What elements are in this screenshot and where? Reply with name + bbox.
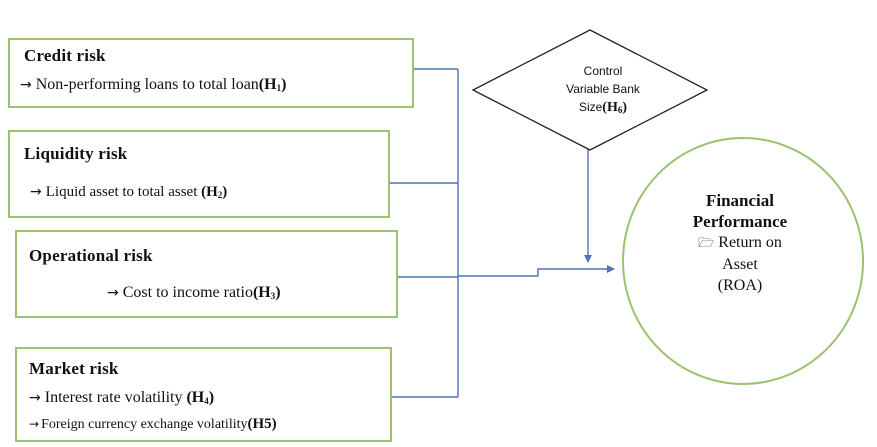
outcome-title-line-1: Financial [705,191,774,210]
hypothesis-label: (H2) [201,184,228,200]
outcome-line-4: Asset [722,256,758,273]
arrow-right-icon: → [30,184,42,200]
hypothesis-label: (H3) [252,284,281,301]
item-text: Cost to income ratio [122,284,253,301]
outcome-line-3: 🗁Return on [698,234,782,251]
market-risk-box: Market risk →Interest rate volatility (H… [15,347,392,442]
liquidity-risk-title: Liquidity risk [24,144,128,163]
outcome-title-line-2: Performance [692,212,788,231]
control-variable-label: Control Variable Bank Size(H6) [518,62,688,119]
credit-risk-title: Credit risk [24,46,106,65]
outcome-circle [622,137,864,385]
liquidity-risk-box: Liquidity risk →Liquid asset to total as… [8,130,390,218]
market-risk-item-1: →Interest rate volatility (H4) [29,389,214,407]
hypothesis-label: (H5) [247,416,277,432]
liquidity-risk-item: →Liquid asset to total asset (H2) [30,184,227,201]
market-risk-title: Market risk [29,359,119,378]
operational-risk-box: Operational risk →Cost to income ratio(H… [15,230,398,318]
arrow-right-icon: → [20,77,32,93]
arrow-right-icon: → [29,390,41,406]
item-text: Interest rate volatility [44,389,187,406]
market-risk-item-2: →Foreign currency exchange volatility(H5… [29,416,277,433]
item-text: Non-performing loans to total loan [35,76,259,93]
outcome-label: Financial Performance 🗁Return on Asset (… [640,190,840,296]
hypothesis-label: (H4) [186,389,215,406]
operational-risk-title: Operational risk [29,246,153,265]
folder-icon: 🗁 [698,236,715,251]
hypothesis-label: (H1) [258,76,287,93]
control-line-3: Size(H6) [578,100,628,115]
credit-risk-item: →Non-performing loans to total loan(H1) [20,76,286,94]
arrow-right-icon: → [29,417,40,431]
item-text: Liquid asset to total asset [45,184,202,200]
control-line-1: Control [583,64,623,78]
connector-to-outcome [458,265,615,277]
credit-risk-box: Credit risk →Non-performing loans to tot… [8,38,414,108]
item-text: Foreign currency exchange volatility [41,417,248,432]
control-diamond [471,29,709,151]
operational-risk-item: →Cost to income ratio(H3) [107,284,281,302]
outcome-line-5: (ROA) [717,277,763,294]
control-line-2: Variable Bank [566,82,640,96]
arrow-right-icon: → [107,285,119,301]
